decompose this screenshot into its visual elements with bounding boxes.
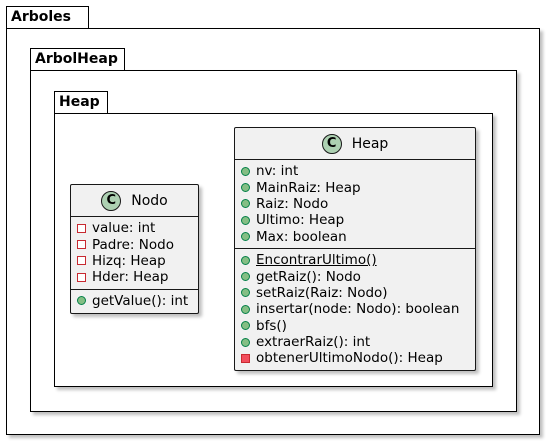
field-text: Max: boolean	[256, 228, 347, 245]
public-field-icon	[241, 232, 250, 242]
method-text: obtenerUltimoNodo(): Heap	[256, 350, 443, 367]
class-heap-header: C Heap	[235, 128, 475, 160]
public-method-icon	[77, 296, 86, 306]
public-method-icon	[241, 337, 250, 347]
public-method-icon	[241, 272, 250, 282]
public-field-icon	[241, 166, 250, 176]
public-method-icon	[241, 304, 250, 314]
field-row: value: int	[77, 220, 198, 236]
field-row: MainRaiz: Heap	[241, 179, 475, 196]
class-nodo-name: Nodo	[131, 192, 168, 209]
class-nodo-methods: getValue(): int	[71, 290, 198, 312]
method-row: bfs()	[241, 318, 475, 334]
static-method-text: EncontrarUltimo()	[256, 252, 377, 269]
public-field-icon	[241, 199, 250, 209]
field-row: Ultimo: Heap	[241, 212, 475, 228]
private-field-icon	[77, 272, 86, 282]
method-text: getRaiz(): Nodo	[256, 268, 361, 285]
field-row: Hizq: Heap	[77, 253, 198, 269]
package-name-arboles: Arboles	[11, 9, 72, 25]
package-tab-arbolheap: ArbolHeap	[30, 48, 125, 70]
private-field-icon	[77, 223, 86, 233]
package-name-arbolheap: ArbolHeap	[35, 51, 118, 67]
field-text: nv: int	[256, 163, 299, 180]
class-heap[interactable]: C Heap nv: int MainRaiz: Heap Raiz: Nodo…	[234, 127, 476, 371]
private-field-icon	[77, 240, 86, 250]
class-icon: C	[101, 190, 122, 211]
field-row: nv: int	[241, 163, 475, 179]
field-text: Raiz: Nodo	[256, 195, 329, 212]
method-text: extraerRaiz(): int	[256, 334, 371, 351]
package-tab-arboles: Arboles	[6, 6, 89, 28]
method-row: EncontrarUltimo()	[241, 252, 475, 268]
field-row: Raiz: Nodo	[241, 196, 475, 212]
public-field-icon	[241, 215, 250, 225]
method-text: bfs()	[256, 317, 287, 334]
field-row: Padre: Nodo	[77, 236, 198, 253]
private-field-icon	[77, 256, 86, 266]
private-method-icon	[241, 353, 250, 363]
public-field-icon	[241, 183, 250, 193]
field-text: Hder: Heap	[92, 269, 169, 286]
class-icon: C	[321, 133, 342, 154]
field-row: Hder: Heap	[77, 269, 198, 285]
method-text: setRaiz(Raiz: Nodo)	[256, 284, 388, 301]
method-row: getValue(): int	[77, 293, 198, 309]
field-text: MainRaiz: Heap	[256, 179, 361, 196]
class-nodo-header: C Nodo	[71, 185, 198, 217]
class-heap-name: Heap	[351, 135, 389, 152]
class-heap-fields: nv: int MainRaiz: Heap Raiz: Nodo Ultimo…	[235, 160, 475, 249]
field-text: Ultimo: Heap	[256, 212, 345, 229]
class-nodo[interactable]: C Nodo value: int Padre: Nodo Hizq: Heap…	[70, 184, 199, 314]
public-method-icon	[241, 255, 250, 265]
package-name-heap: Heap	[59, 94, 100, 110]
method-row: setRaiz(Raiz: Nodo)	[241, 285, 475, 301]
method-text: getValue(): int	[92, 292, 189, 309]
field-text: value: int	[92, 220, 156, 237]
method-row: extraerRaiz(): int	[241, 334, 475, 350]
field-text: Padre: Nodo	[92, 236, 174, 253]
public-method-icon	[241, 321, 250, 331]
class-nodo-fields: value: int Padre: Nodo Hizq: Heap Hder: …	[71, 217, 198, 290]
method-text: insertar(node: Nodo): boolean	[256, 301, 460, 318]
method-row: getRaiz(): Nodo	[241, 268, 475, 285]
public-method-icon	[241, 288, 250, 298]
method-row: insertar(node: Nodo): boolean	[241, 301, 475, 317]
field-row: Max: boolean	[241, 229, 475, 245]
package-tab-heap: Heap	[54, 91, 108, 113]
method-row: obtenerUltimoNodo(): Heap	[241, 350, 475, 366]
field-text: Hizq: Heap	[92, 252, 166, 269]
class-heap-methods: EncontrarUltimo() getRaiz(): Nodo setRai…	[235, 249, 475, 370]
